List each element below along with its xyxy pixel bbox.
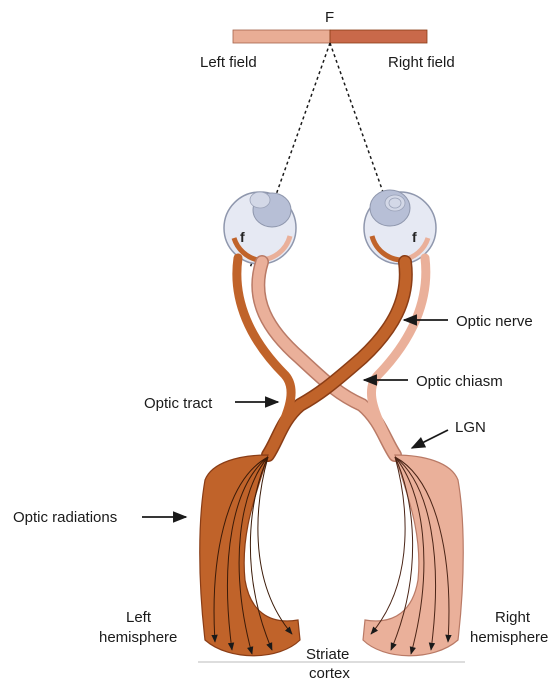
optic-radiations-label: Optic radiations (13, 509, 117, 526)
left-fovea-label: f (240, 229, 245, 245)
left-hemisphere-label-line1: Left (126, 609, 152, 626)
striate-cortex-label-line1: Striate (306, 646, 349, 663)
left-field-label: Left field (200, 54, 257, 71)
optic-tract-label: Optic tract (144, 395, 213, 412)
left-eye (224, 192, 296, 264)
left-hemisphere-label-line2: hemisphere (99, 629, 177, 646)
right-field-bar (330, 30, 427, 43)
optic-chiasm-label: Optic chiasm (416, 373, 503, 390)
right-field-label: Right field (388, 54, 455, 71)
right-fovea-label: f (412, 229, 417, 245)
right-eye (364, 190, 436, 264)
right-hemisphere-label-line1: Right (495, 609, 531, 626)
lgn-label: LGN (455, 419, 486, 436)
fixation-point-label: F (325, 9, 334, 26)
optic-nerve-label: Optic nerve (456, 313, 533, 330)
left-field-bar (233, 30, 330, 43)
right-hemisphere-label-line2: hemisphere (470, 629, 548, 646)
striate-cortex-label-line2: cortex (309, 665, 350, 682)
lgn-pointer (412, 430, 448, 448)
